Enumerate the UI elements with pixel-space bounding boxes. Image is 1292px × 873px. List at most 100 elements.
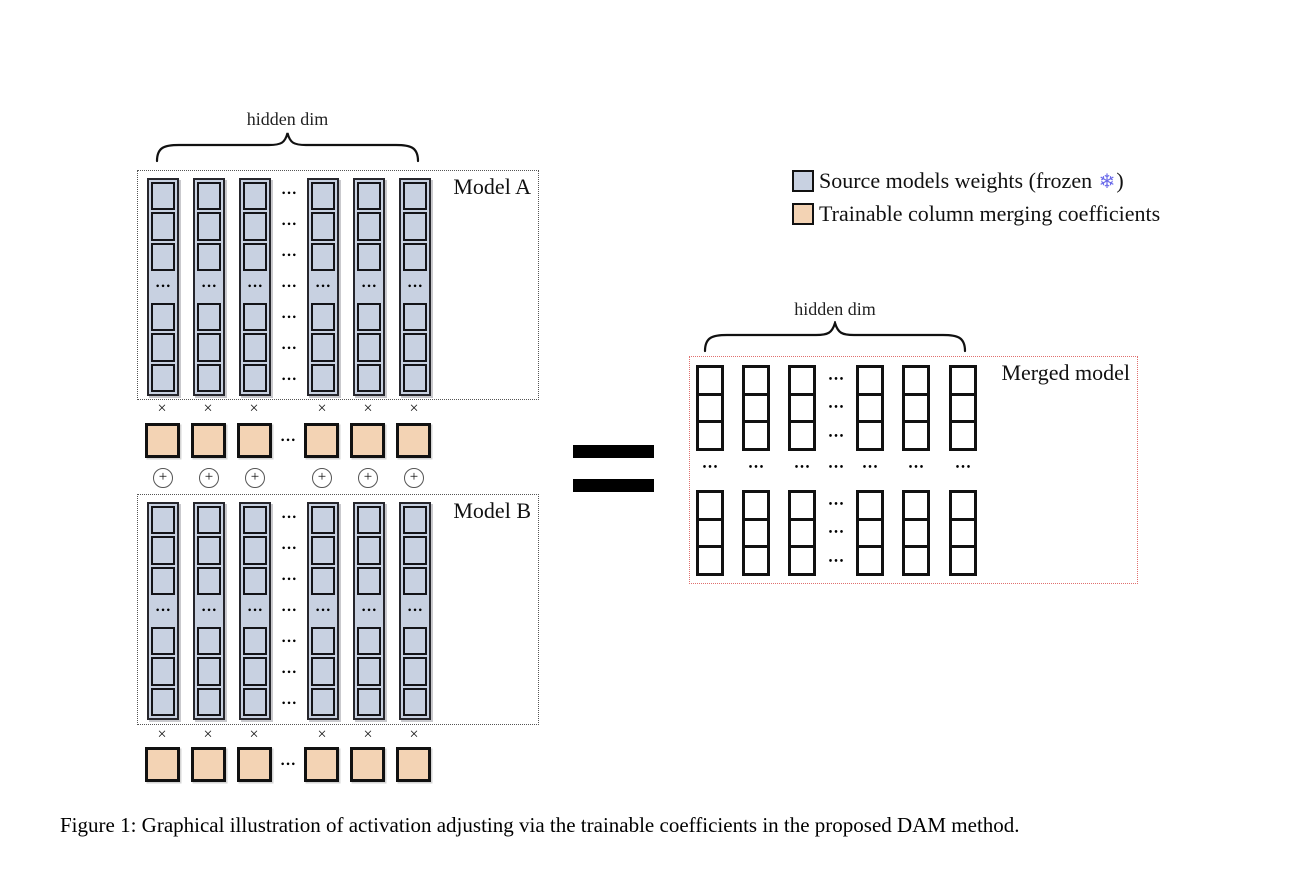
weight-cell xyxy=(151,536,175,565)
weight-cell xyxy=(243,687,267,716)
legend-source-text: Source models weights (frozen ❄) xyxy=(819,168,1124,193)
ellipsis: ••• xyxy=(408,605,424,616)
weight-cell xyxy=(311,212,335,241)
ellipsis: ••• xyxy=(282,605,298,616)
coefficient-square xyxy=(145,747,180,782)
circled-plus-icon: + xyxy=(199,468,219,488)
weight-cell xyxy=(403,242,427,271)
weight-cell xyxy=(311,333,335,362)
weight-cell xyxy=(403,302,427,332)
circled-plus-icon: + xyxy=(404,468,424,488)
trainable-coeff-swatch xyxy=(792,203,814,225)
merged-cell xyxy=(699,392,721,421)
weight-column: ••• xyxy=(399,178,431,396)
ellipsis: ••• xyxy=(794,461,812,473)
source-weights-swatch xyxy=(792,170,814,192)
weight-column: ••• xyxy=(307,178,339,396)
ellipsis: ••• xyxy=(282,668,298,679)
weight-cell xyxy=(243,626,267,656)
row-ellipsis: ••• xyxy=(822,459,850,475)
weight-cell xyxy=(151,182,175,211)
ellipsis: ••• xyxy=(281,759,297,770)
multiply-icon: × xyxy=(157,400,167,417)
weight-cell xyxy=(311,302,335,332)
weight-cell xyxy=(403,212,427,241)
equals-sign xyxy=(573,445,654,458)
weight-cell xyxy=(311,363,335,392)
coefficient-square xyxy=(350,423,385,458)
coefficient-square xyxy=(396,423,431,458)
ellipsis: ••• xyxy=(828,461,846,473)
weight-cell xyxy=(311,687,335,716)
model-b-label: Model B xyxy=(453,498,531,523)
weight-cell xyxy=(151,242,175,271)
merged-model-box: Merged model ••••••••• ••• ••• ••• ••• •… xyxy=(689,356,1138,584)
coefficient-square xyxy=(304,423,339,458)
weight-cell xyxy=(243,333,267,362)
weight-cell xyxy=(403,333,427,362)
weight-cell xyxy=(357,182,381,211)
model-a-box: Model A ••• ••• ••• ••••••••••••••••••••… xyxy=(137,170,539,400)
circled-plus-icon: + xyxy=(312,468,332,488)
multiply-icon: × xyxy=(363,400,373,417)
multiply-icon: × xyxy=(249,400,259,417)
weight-cell xyxy=(403,363,427,392)
ellipsis: ••• xyxy=(828,556,846,568)
ellipsis: ••• xyxy=(908,461,926,473)
weight-cell xyxy=(311,506,335,535)
weight-column: ••• xyxy=(239,178,271,396)
weight-cell xyxy=(243,242,267,271)
coefficient-square xyxy=(237,747,272,782)
merged-cell xyxy=(699,420,721,448)
weight-cell xyxy=(403,657,427,686)
merged-cell xyxy=(859,545,881,573)
ellipsis: ••• xyxy=(282,250,298,261)
merged-cell xyxy=(859,368,881,393)
merged-cell xyxy=(952,545,974,573)
coefficient-square xyxy=(191,747,226,782)
weight-cell xyxy=(357,242,381,271)
merged-cell xyxy=(745,420,767,448)
column-ellipsis: ••••••••• xyxy=(822,490,850,576)
merged-cell xyxy=(905,420,927,448)
weight-cell xyxy=(243,363,267,392)
weight-cell xyxy=(357,657,381,686)
row-ellipsis: ••• xyxy=(696,459,724,475)
plus-glyph: + xyxy=(204,469,214,485)
ellipsis: ••• xyxy=(362,605,378,616)
weight-cell xyxy=(151,363,175,392)
ellipsis: ••• xyxy=(828,373,846,385)
merged-column xyxy=(856,365,884,451)
merged-cell xyxy=(952,517,974,546)
merged-column xyxy=(788,365,816,451)
legend-item-trainable-coefficients: Trainable column merging coefficients xyxy=(792,203,1160,225)
legend-source-after: ) xyxy=(1116,168,1124,193)
weight-cell xyxy=(403,626,427,656)
plus-glyph: + xyxy=(363,469,373,485)
weight-cell xyxy=(243,566,267,595)
row-ellipsis: ••• xyxy=(742,459,770,475)
merged-cell xyxy=(791,368,813,393)
row-ellipsis: ••• xyxy=(856,459,884,475)
ellipsis: ••• xyxy=(282,219,298,230)
weight-cell xyxy=(403,182,427,211)
merged-column xyxy=(696,490,724,576)
plus-glyph: + xyxy=(409,469,419,485)
merged-cell xyxy=(859,420,881,448)
column-ellipsis: ••••••••• xyxy=(822,365,850,451)
ellipsis: ••• xyxy=(282,543,298,554)
multiply-icon: × xyxy=(203,726,213,743)
multiply-icon: × xyxy=(157,726,167,743)
ellipsis: ••• xyxy=(408,281,424,292)
merged-cell xyxy=(952,392,974,421)
weight-column: ••• xyxy=(239,502,271,720)
weight-cell xyxy=(403,506,427,535)
weight-cell xyxy=(197,242,221,271)
weight-cell xyxy=(357,212,381,241)
merged-cell xyxy=(791,545,813,573)
weight-cell xyxy=(197,363,221,392)
weight-cell xyxy=(151,333,175,362)
weight-cell xyxy=(311,566,335,595)
weight-cell xyxy=(197,566,221,595)
weight-cell xyxy=(357,363,381,392)
